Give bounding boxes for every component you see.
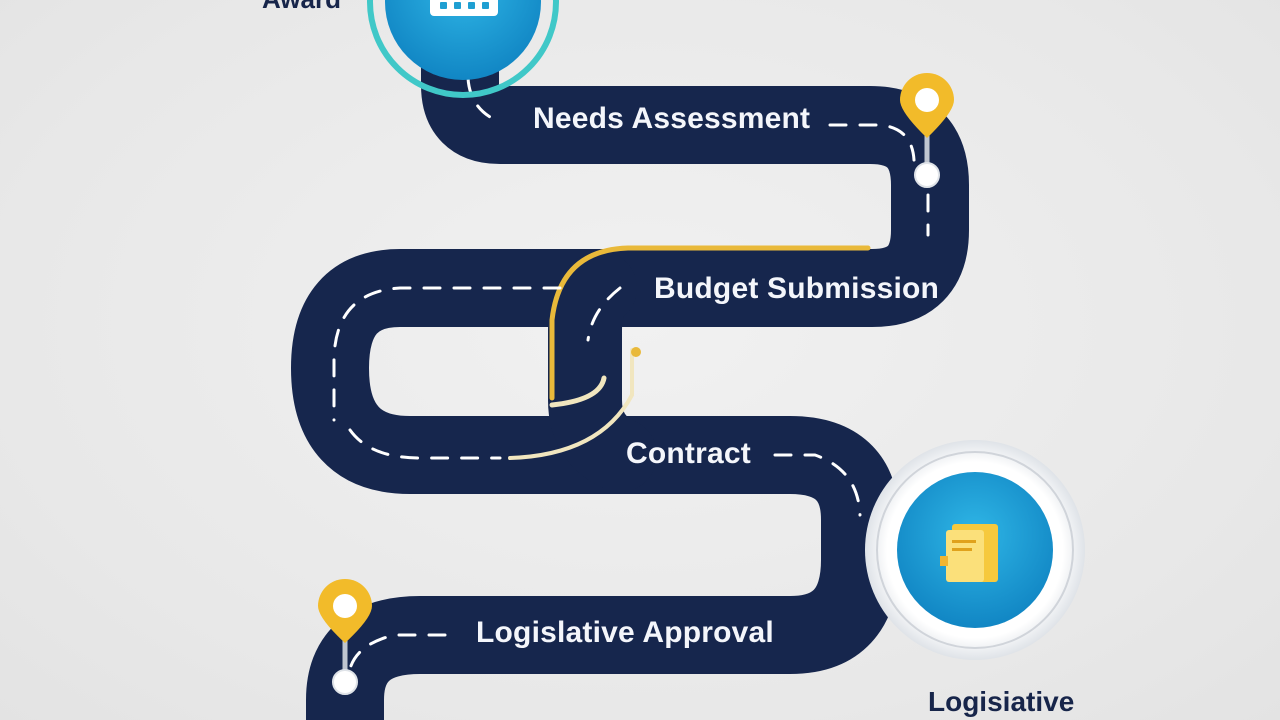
lane-dashes bbox=[332, 76, 930, 682]
contract-label: Contract bbox=[626, 437, 751, 470]
location-pin-icon-bottom bbox=[318, 579, 372, 695]
gold-accent-line bbox=[549, 245, 871, 401]
needs-assessment-label: Needs Assessment bbox=[533, 102, 811, 135]
award-calculator-icon bbox=[367, 0, 559, 98]
legislative-approval-label: Logislative Approval bbox=[476, 616, 774, 649]
legislative-bottom-label: Logisiative bbox=[928, 686, 1075, 717]
budget-submission-label: Budget Submission bbox=[654, 272, 940, 305]
gold-dot bbox=[631, 347, 641, 357]
cream-accent-line bbox=[549, 375, 607, 408]
road-path bbox=[291, 30, 969, 720]
award-label: Award bbox=[262, 0, 341, 15]
document-folder-icon bbox=[865, 440, 1085, 660]
cream-accent-line-2 bbox=[508, 348, 634, 460]
location-pin-icon-top bbox=[900, 73, 954, 188]
